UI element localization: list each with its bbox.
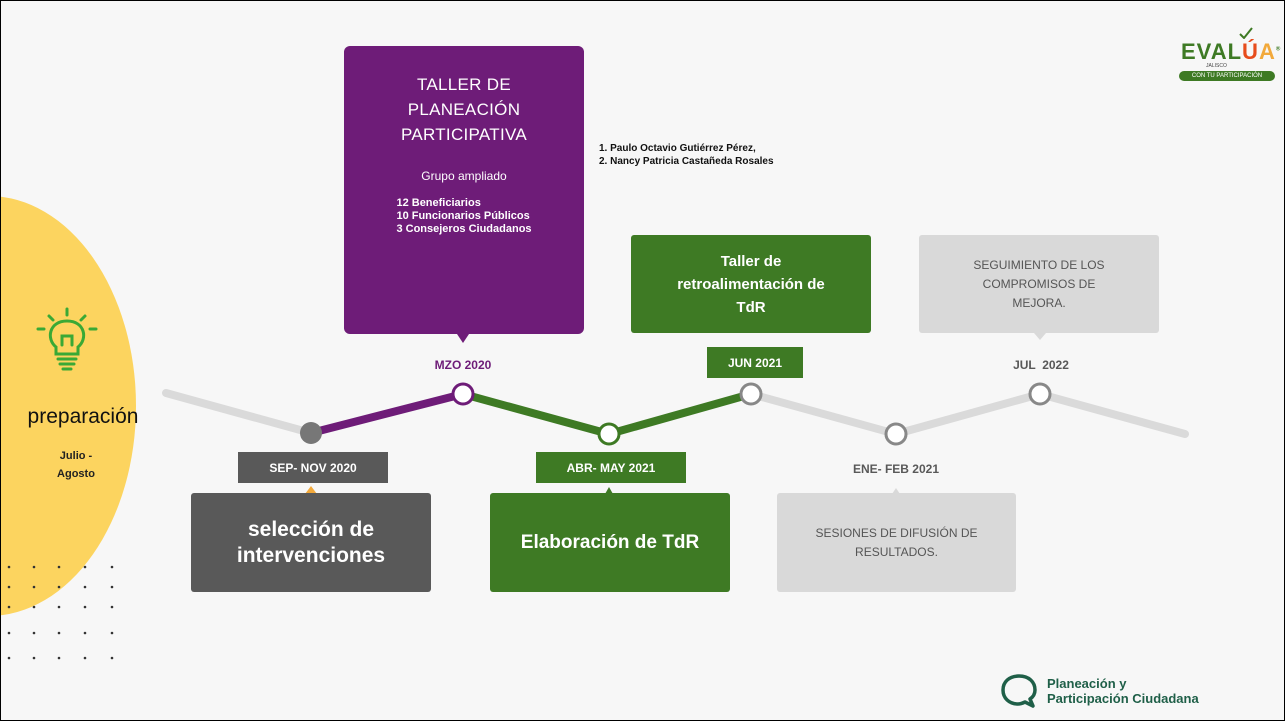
seguimiento-pointer xyxy=(1034,333,1046,340)
taller-retro-line3: TdR xyxy=(736,298,766,316)
timeline-segment-gray-1 xyxy=(749,390,898,438)
timeline-node-abr-may-2021 xyxy=(597,422,621,446)
taller-retro-line1: Taller de xyxy=(720,252,782,270)
timeline-segment-green-1 xyxy=(461,390,611,438)
evalua-logo: EVALÚA® xyxy=(1181,39,1281,65)
timeline-node-jul-2022 xyxy=(1028,382,1052,406)
taller-planeacion-title-line3: PARTICIPATIVA xyxy=(400,125,528,144)
evalua-logo-a: A xyxy=(1258,39,1276,64)
taller-planeacion-participants: 12 Beneficiarios 10 Funcionarios Público… xyxy=(396,197,531,236)
evalua-logo-subtitle: JALISCO xyxy=(1206,63,1227,69)
taller-retro-box: Taller de retroalimentación de TdR xyxy=(631,235,871,333)
lightbulb-icon xyxy=(36,307,98,371)
abr-may-marker xyxy=(605,487,613,494)
difusion-line1: SESIONES DE DIFUSIÓN DE xyxy=(815,525,978,540)
seguimiento-line2: COMPROMISOS DE xyxy=(982,276,1096,291)
timeline-node-sep-nov-2020 xyxy=(300,422,322,444)
evalua-logo-prefix: EVAL xyxy=(1181,39,1243,64)
ene-feb-marker xyxy=(892,488,900,494)
ppc-logo-line2: Participación Ciudadana xyxy=(1047,691,1199,706)
date-abr-may-2021: ABR- MAY 2021 xyxy=(536,452,686,483)
dot-pattern xyxy=(7,565,114,660)
ppc-logo-text: Planeación y Participación Ciudadana xyxy=(1047,676,1199,706)
preparation-period-line1: Julio - xyxy=(59,450,93,462)
timeline-node-jun-2021 xyxy=(739,382,763,406)
participant-beneficiarios: 12 Beneficiarios xyxy=(396,197,481,209)
preparation-title: preparación xyxy=(27,405,139,428)
date-jun-2021: JUN 2021 xyxy=(707,347,803,378)
taller-planeacion-subtitle: Grupo ampliado xyxy=(421,169,507,183)
timeline-segment-green-2 xyxy=(607,390,753,438)
seguimiento-box: SEGUIMIENTO DE LOS COMPROMISOS DE MEJORA… xyxy=(919,235,1159,333)
ppc-logo-line1: Planeación y xyxy=(1047,676,1127,691)
taller-planeacion-title-line2: PLANEACIÓN xyxy=(407,100,521,119)
taller-planeacion-title-line1: TALLER DE xyxy=(416,75,511,94)
timeline-segment-start xyxy=(162,389,315,437)
facilitator-1: 1. Paulo Octavio Gutiérrez Pérez, xyxy=(599,143,756,154)
seleccion-box: selección de intervenciones xyxy=(191,493,431,592)
timeline-segment-purple xyxy=(310,390,464,437)
evalua-logo-u: Ú xyxy=(1242,39,1259,64)
timeline-segment-end xyxy=(1036,390,1189,438)
seleccion-line1: selección de xyxy=(247,517,375,541)
sep-nov-marker xyxy=(305,486,317,494)
timeline-segment-gray-2 xyxy=(894,390,1042,438)
date-jul-2022: JUL 2022 xyxy=(1013,358,1069,372)
evalua-logo-registered: ® xyxy=(1275,46,1282,53)
preparation-period-line2: Agosto xyxy=(57,468,95,480)
difusion-line2: RESULTADOS. xyxy=(855,544,938,559)
taller-planeacion-box: TALLER DE PLANEACIÓN PARTICIPATIVA Grupo… xyxy=(344,46,584,334)
facilitator-2: 2. Nancy Patricia Castañeda Rosales xyxy=(599,156,774,167)
seguimiento-line1: SEGUIMIENTO DE LOS xyxy=(973,257,1105,272)
preparation-period: Julio - Agosto xyxy=(41,447,111,483)
evalua-logo-tagline: CON TU PARTICIPACIÓN xyxy=(1179,71,1275,81)
timeline-node-mzo-2020 xyxy=(451,382,475,406)
elaboracion-box: Elaboración de TdR xyxy=(490,493,730,592)
taller-planeacion-title: TALLER DE PLANEACIÓN PARTICIPATIVA xyxy=(401,72,527,147)
date-sep-nov-2020: SEP- NOV 2020 xyxy=(238,452,388,483)
speech-bubble-icon xyxy=(1001,674,1037,708)
taller-retro-line2: retroalimentación de xyxy=(677,275,825,293)
facilitators-list: 1. Paulo Octavio Gutiérrez Pérez, 2. Nan… xyxy=(599,142,774,168)
participant-funcionarios: 10 Funcionarios Públicos xyxy=(396,210,530,222)
date-mzo-2020: MZO 2020 xyxy=(434,358,492,372)
timeline-node-ene-feb-2021 xyxy=(884,422,908,446)
evalua-check-icon xyxy=(1239,27,1253,39)
purple-box-pointer xyxy=(457,334,469,343)
participant-consejeros: 3 Consejeros Ciudadanos xyxy=(396,223,532,235)
date-ene-feb-2021: ENE- FEB 2021 xyxy=(852,462,940,476)
seleccion-line2: intervenciones xyxy=(236,543,386,567)
difusion-box: SESIONES DE DIFUSIÓN DE RESULTADOS. xyxy=(777,493,1016,592)
seguimiento-line3: MEJORA. xyxy=(1012,295,1066,310)
